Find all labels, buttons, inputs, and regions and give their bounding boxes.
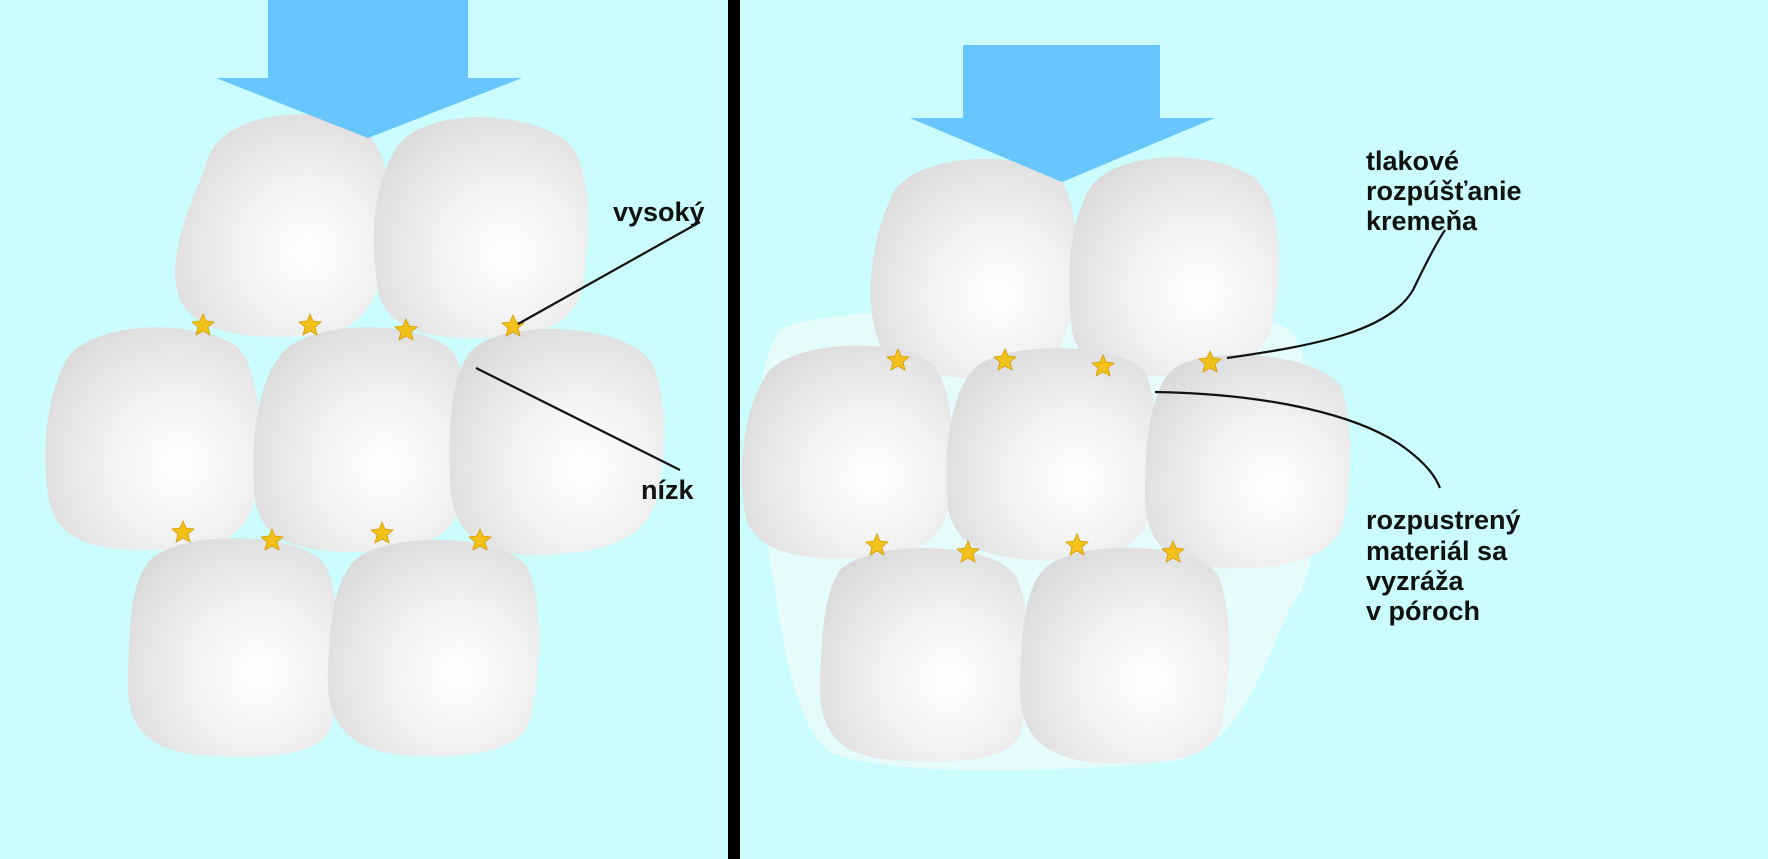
grain: [1069, 157, 1279, 376]
grain: [128, 538, 339, 757]
grain: [374, 117, 588, 338]
label-line: rozpúšťanie: [1366, 176, 1521, 206]
grain: [449, 329, 663, 555]
label-line: vyzráža: [1366, 566, 1465, 596]
label-line: rozpustrený: [1366, 505, 1521, 535]
label-low-pressure: nízk: [641, 475, 694, 505]
grain: [1020, 548, 1229, 763]
grain: [742, 346, 953, 559]
label-line: tlakové: [1366, 146, 1459, 176]
grain: [1145, 355, 1350, 568]
grain: [328, 540, 539, 756]
grain: [871, 159, 1076, 379]
label-high-pressure: vysoký: [613, 197, 705, 227]
grain: [946, 348, 1156, 560]
grain: [820, 548, 1029, 762]
label-line: materiál sa: [1366, 536, 1508, 566]
label-line: kremeňa: [1366, 206, 1478, 236]
grain: [253, 327, 466, 552]
label-line: v póroch: [1366, 596, 1480, 626]
grain: [45, 327, 259, 550]
